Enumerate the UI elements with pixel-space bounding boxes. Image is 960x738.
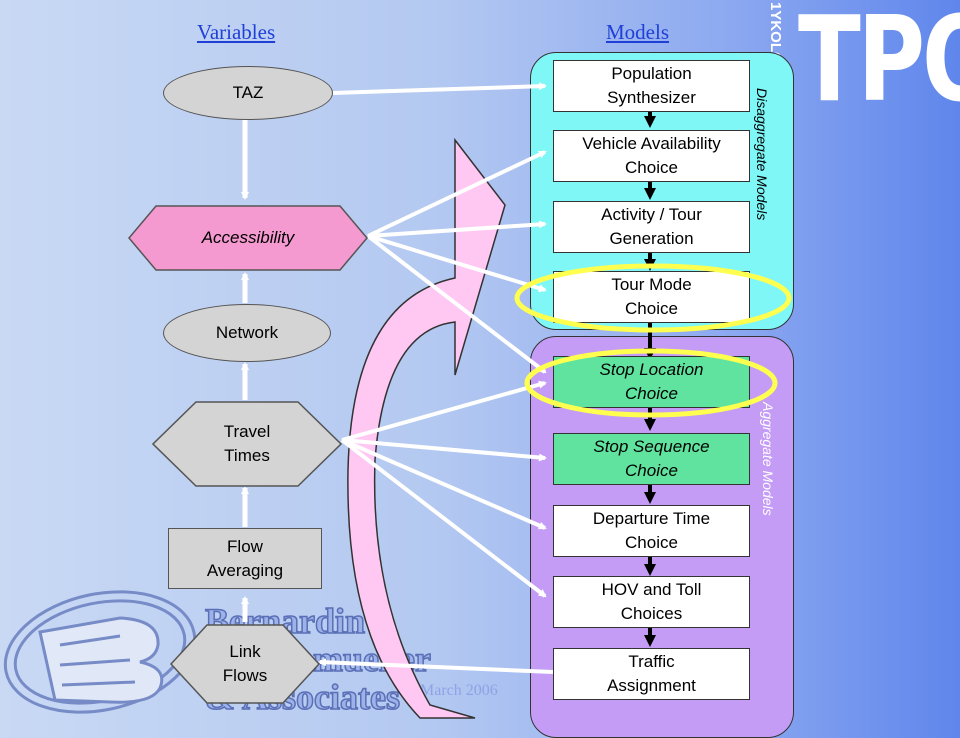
network-node: Network <box>163 304 331 362</box>
models-header: Models <box>606 20 669 44</box>
highlight-stop-location <box>524 348 778 418</box>
travel-times-node <box>152 401 342 487</box>
connector-layer <box>241 82 656 719</box>
taz-label: TAZ <box>232 83 264 102</box>
variables-header: Variables <box>197 20 276 44</box>
aggregate-label: Aggregate Models <box>760 402 776 516</box>
accessibility-label: Accessibility <box>201 228 295 247</box>
accessibility-node <box>128 205 368 271</box>
disaggregate-label: Disaggregate Models <box>754 88 770 221</box>
tpo-logo: TPO <box>798 0 960 128</box>
bla-logo-watermark <box>3 590 197 714</box>
network-label: Network <box>215 323 279 342</box>
taz-node: TAZ <box>163 66 333 120</box>
watermark-date: March 2006 <box>420 682 498 699</box>
highlight-tour-mode <box>514 263 792 333</box>
link-flows-node <box>170 624 320 704</box>
highlight-layer <box>514 263 792 418</box>
feedback-arrow <box>347 137 506 719</box>
